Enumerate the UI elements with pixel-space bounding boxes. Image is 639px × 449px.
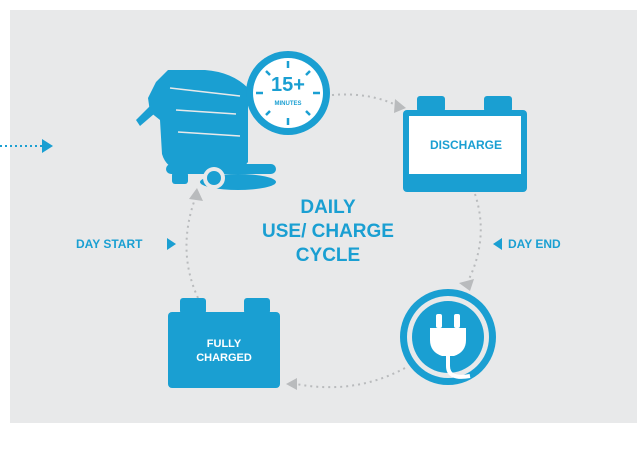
day-end-arrow-icon — [493, 238, 502, 250]
day-end-label: DAY END — [508, 237, 561, 251]
connector-arrowheads — [189, 99, 474, 390]
fully-charged-line-1: FULLY — [206, 338, 242, 350]
fully-charged-line-2: CHARGED — [196, 352, 252, 364]
discharge-label: DISCHARGE — [429, 138, 502, 152]
cycle-title-line-1: DAILY — [300, 197, 356, 218]
timer-icon — [246, 51, 330, 135]
battery-full-icon — [168, 298, 280, 388]
cycle-title-line-3: CYCLE — [295, 245, 361, 266]
scrubber-machine-icon — [136, 70, 276, 190]
timer-unit: MINUTES — [274, 101, 302, 107]
cycle-title: DAILY USE/ CHARGE CYCLE — [238, 196, 418, 268]
cycle-title-line-2: USE/ CHARGE — [262, 221, 394, 242]
cycle-connectors — [185, 93, 482, 389]
battery-discharge-icon — [403, 96, 527, 192]
plug-icon — [400, 289, 496, 385]
day-start-arrow-icon — [167, 238, 176, 250]
day-start-label: DAY START — [76, 237, 143, 251]
scrubber-details — [169, 87, 241, 137]
incoming-arrow — [0, 139, 53, 153]
timer-value: 15+ — [271, 74, 305, 96]
fully-charged-label: FULLY CHARGED — [172, 337, 276, 365]
